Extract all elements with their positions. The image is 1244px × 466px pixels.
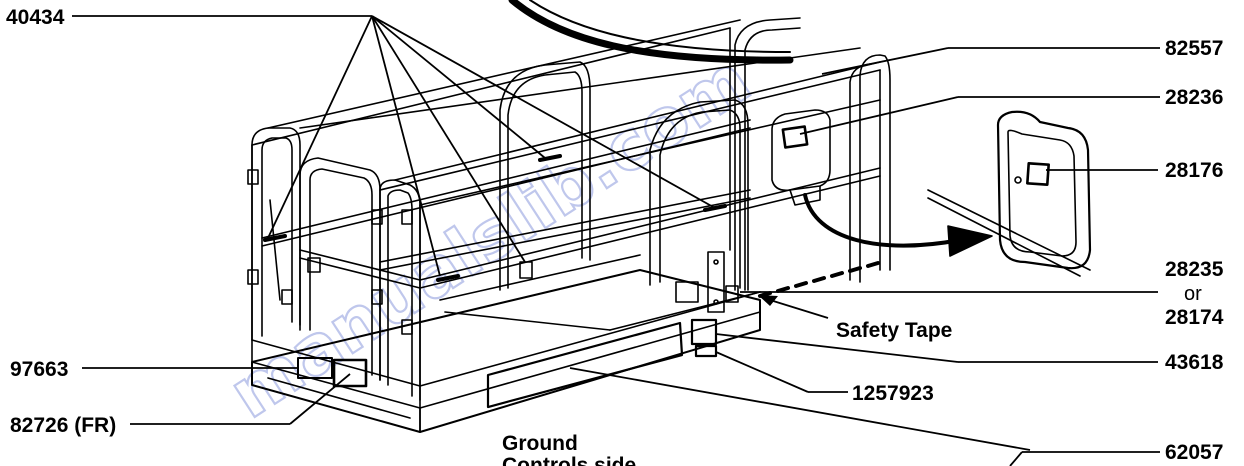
callout-62057: 62057	[1165, 441, 1223, 464]
callout-97663: 97663	[10, 358, 68, 381]
callout-28176: 28176	[1165, 159, 1223, 182]
decal-rail-1	[263, 234, 287, 242]
callout-labels: 40434 82557 28236 28176 28235 or 28174 S…	[6, 6, 1224, 466]
callout-28236: 28236	[1165, 86, 1223, 109]
decal-1257923	[694, 344, 718, 358]
callout-safety-tape: Safety Tape	[836, 319, 952, 342]
caption-controls-side: Controls side	[502, 454, 636, 466]
callout-1257923: 1257923	[852, 382, 934, 405]
callout-43618: 43618	[1165, 351, 1224, 374]
decal-rail-2	[538, 154, 562, 162]
platform-drawing	[247, 0, 1092, 433]
platform-base	[251, 269, 761, 433]
decal-62057	[486, 321, 684, 409]
decal-rail-4	[436, 274, 460, 282]
leader-lines	[72, 15, 1160, 466]
decal-43618	[690, 318, 718, 346]
safety-tape-arrowhead	[758, 295, 778, 306]
control-box-detail	[927, 110, 1092, 277]
callout-28174: 28174	[1165, 306, 1224, 329]
decal-post-1	[519, 261, 533, 279]
callout-82726: 82726 (FR)	[10, 414, 116, 437]
callout-40434: 40434	[6, 6, 65, 29]
decal-82726	[332, 358, 368, 388]
callout-82557: 82557	[1165, 37, 1223, 60]
caption-ground: Ground	[502, 432, 578, 455]
decal-post-2	[725, 285, 739, 303]
callout-or: or	[1184, 283, 1202, 305]
callout-28235: 28235	[1165, 258, 1224, 281]
detail-arrow	[803, 193, 962, 248]
